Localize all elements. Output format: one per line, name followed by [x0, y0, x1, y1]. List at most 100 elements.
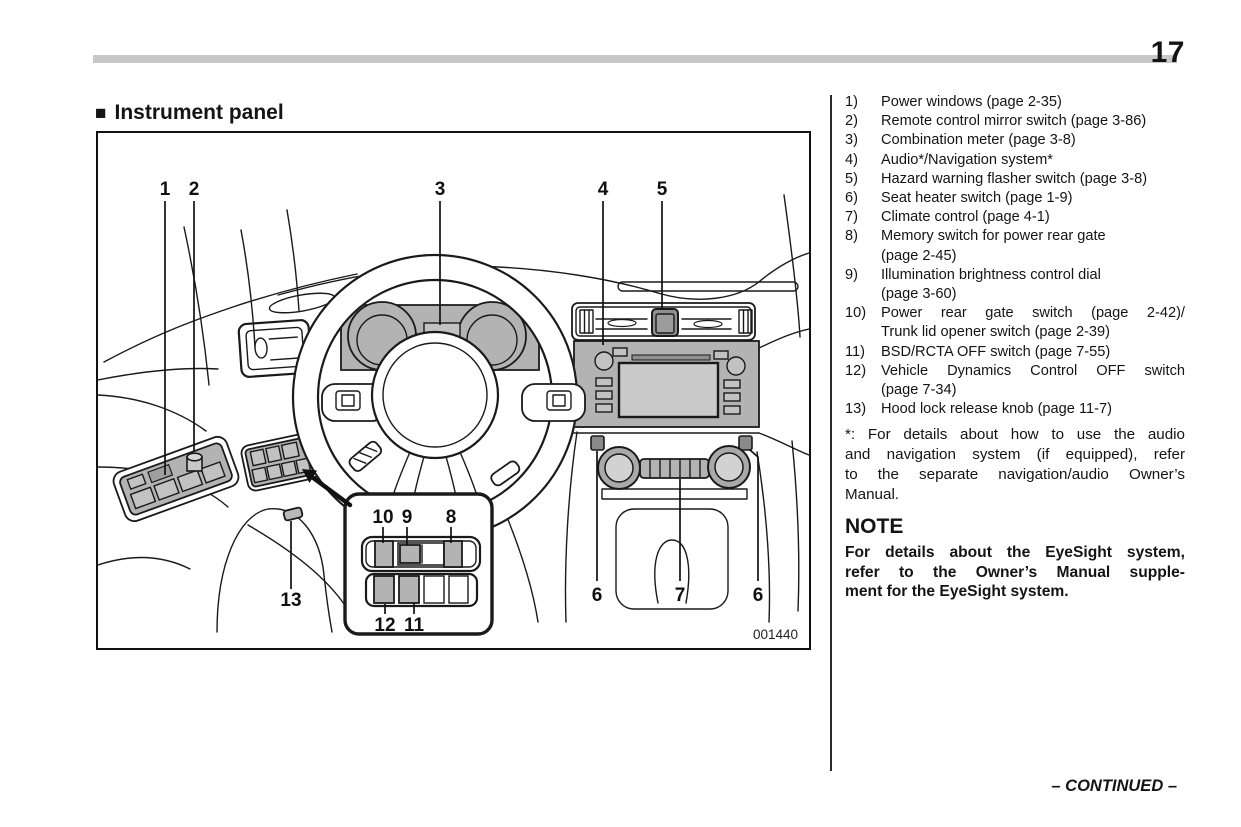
- callout-4: 4: [598, 179, 609, 200]
- turn-signal-stalk: [348, 440, 383, 472]
- text-line: For details about the EyeSight system,: [845, 544, 1185, 562]
- text-line: (page 7-34): [881, 382, 957, 399]
- text-line: Remote control mirror switch (page 3-86): [881, 113, 1147, 130]
- instrument-panel-figure: 1 2 3 4 5 6 7 6 13 10 9 8 12 11 001440: [96, 131, 811, 650]
- legend-item: 1) Power windows (page 2-35): [845, 93, 1185, 112]
- text-line: Vehicle Dynamics Control OFF switch: [881, 362, 1185, 379]
- text-line: Hood lock release knob (page 11-7): [881, 401, 1112, 418]
- hood-lock-release-knob: [282, 506, 304, 522]
- switch-8: [443, 540, 463, 568]
- top-divider-bar: [93, 55, 1177, 63]
- callout-7: 7: [675, 585, 686, 606]
- switch-11: [398, 575, 420, 604]
- legend-item-text: Seat heater switch (page 1-9): [881, 189, 1185, 208]
- text-line: (page 2-45): [881, 247, 957, 264]
- legend-item-text: Vehicle Dynamics Control OFF switch (page…: [881, 362, 1185, 400]
- legend-list: 1) Power windows (page 2-35) 2)Remote cont…: [845, 93, 1185, 419]
- inset-pointer-arrow: [302, 469, 353, 508]
- legend-item-number: 7): [845, 209, 858, 226]
- door-switch-panel: [112, 435, 240, 523]
- text-line: and navigation system (if equipped), ref…: [845, 446, 1185, 464]
- text-line: Trunk lid opener switch (page 2-39): [881, 324, 1111, 341]
- callout-8: 8: [446, 507, 457, 528]
- legend-item-number: 5): [845, 170, 858, 187]
- callout-11: 11: [404, 615, 425, 636]
- text-line: refer to the Owner’s Manual supple-: [845, 563, 1185, 581]
- note-body: For details about the EyeSight system,re…: [845, 543, 1185, 602]
- section-title: Instrument panel: [114, 101, 284, 124]
- column-divider: [830, 95, 832, 771]
- text-line: Power windows (page 2-35): [881, 94, 1062, 110]
- dash-vents: [571, 302, 756, 341]
- legend-item-text: Audio*/Navigation system*: [881, 151, 1185, 170]
- section-heading: ■ Instrument panel: [95, 101, 284, 125]
- footnote: *: For details about how to use the audi…: [845, 425, 1185, 505]
- text-line: ment for the EyeSight system.: [845, 583, 1069, 601]
- callout-2: 2: [189, 179, 200, 200]
- text-line: Climate control (page 4-1): [881, 209, 1050, 226]
- callout-3: 3: [435, 179, 446, 200]
- callout-12: 12: [374, 615, 395, 636]
- nav-screen: [617, 361, 720, 419]
- text-line: Memory switch for power rear gate: [881, 228, 1106, 245]
- page-number: 17: [1150, 36, 1185, 69]
- instrument-panel-diagram: 1 2 3 4 5 6 7 6 13 10 9 8 12 11 001440: [98, 179, 809, 642]
- text-line: BSD/RCTA OFF switch (page 7-55): [881, 343, 1111, 360]
- callout-1: 1: [160, 179, 171, 200]
- legend-item: 7) Climate control (page 4-1): [845, 208, 1185, 227]
- legend-item: 11) BSD/RCTA OFF switch (page 7-55): [845, 343, 1185, 362]
- legend-item-text: Hood lock release knob (page 11-7): [881, 400, 1185, 419]
- legend-column: 1) Power windows (page 2-35) 2)Remote cont…: [845, 93, 1185, 602]
- legend-item-number: 8): [845, 228, 858, 245]
- legend-item: 3) Combination meter (page 3-8): [845, 131, 1185, 150]
- continued-marker: – CONTINUED –: [1051, 777, 1177, 795]
- callout-6-left: 6: [592, 585, 603, 606]
- callout-leader-lines: [164, 201, 759, 614]
- legend-item: 5) Hazard warning flasher switch (page 3-…: [845, 170, 1185, 189]
- text-line: Combination meter (page 3-8): [881, 132, 1076, 149]
- mirror-switch-knob: [186, 452, 203, 472]
- legend-item-text: Remote control mirror switch (page 3-86): [881, 112, 1185, 131]
- seat-heater-switch-left: [590, 435, 605, 451]
- text-line: (page 3-60): [881, 286, 957, 303]
- legend-item-text: Power rear gate switch (page 2-42)/ Trunk…: [881, 304, 1185, 342]
- text-line: Seat heater switch (page 1-9): [881, 190, 1073, 207]
- legend-item-number: 9): [845, 266, 858, 283]
- section-bullet-icon: ■: [95, 102, 107, 124]
- switch-9: [399, 544, 421, 564]
- text-line: Audio*/Navigation system*: [881, 151, 1053, 168]
- legend-item: 6)Seat heater switch (page 1-9): [845, 189, 1185, 208]
- legend-item-text: BSD/RCTA OFF switch (page 7-55): [881, 343, 1185, 362]
- legend-item: 10) Power rear gate switch (page 2-42)/ Tr…: [845, 304, 1185, 342]
- switch-12: [373, 575, 395, 604]
- audio-navigation-unit: [573, 340, 760, 434]
- legend-item-text: Climate control (page 4-1): [881, 208, 1185, 227]
- lower-switch-panel: [240, 432, 320, 492]
- switch-10: [374, 540, 394, 568]
- text-line: *: For details about how to use the audi…: [845, 426, 1185, 444]
- seat-heater-switch-right: [738, 435, 753, 451]
- legend-item: 13) Hood lock release knob (page 11-7): [845, 400, 1185, 419]
- legend-item-text: Illumination brightness control dial (pag…: [881, 266, 1185, 304]
- climate-control: [597, 445, 751, 490]
- legend-item-number: 1): [845, 94, 858, 110]
- callout-numbers: 1 2 3 4 5 6 7 6 13 10 9 8 12 11: [160, 179, 764, 636]
- legend-item: 4) Audio*/Navigation system*: [845, 151, 1185, 170]
- legend-item: 12)Vehicle Dynamics Control OFF switch(p…: [845, 362, 1185, 400]
- text-line: Power rear gate switch (page 2-42)/: [881, 305, 1185, 322]
- legend-item-number: 4): [845, 151, 858, 168]
- switch-panel-inset: [343, 492, 494, 636]
- callout-6-right: 6: [753, 585, 764, 606]
- text-line: Hazard warning flasher switch (page 3-8): [881, 170, 1148, 187]
- legend-item-number: 3): [845, 132, 858, 149]
- legend-item-number: 11): [845, 343, 866, 360]
- legend-item-number: 10): [845, 305, 867, 322]
- text-line: Illumination brightness control dial: [881, 266, 1101, 283]
- text-line: to the separate navigation/audio Owner’s: [845, 466, 1185, 484]
- legend-item-number: 13): [845, 401, 867, 418]
- legend-item: 8) Memory switch for power rear gate (page…: [845, 227, 1185, 265]
- legend-item: 2)Remote control mirror switch (page 3-8…: [845, 112, 1185, 131]
- legend-item: 9) Illumination brightness control dial (p…: [845, 266, 1185, 304]
- callout-10: 10: [372, 507, 393, 528]
- legend-item-text: Power windows (page 2-35): [881, 93, 1185, 112]
